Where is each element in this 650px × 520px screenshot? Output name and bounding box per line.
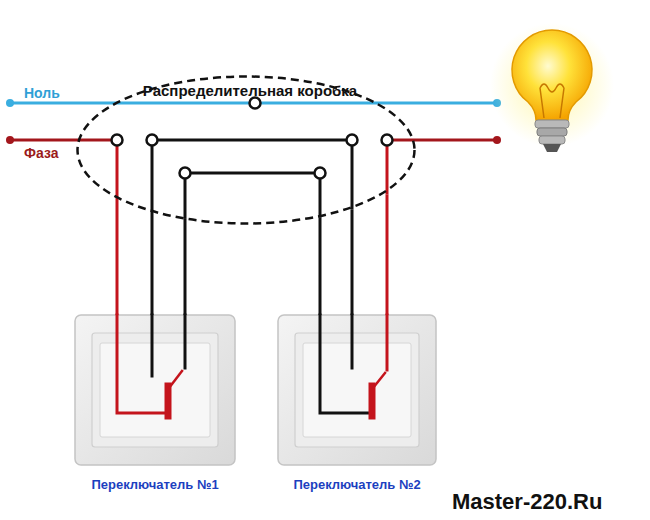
switch-contacts: [117, 315, 185, 416]
wire-stub: [351, 140, 354, 209]
wire: [151, 210, 154, 315]
wire: [386, 195, 389, 315]
wire-label: Фаза: [24, 145, 58, 161]
wire: [116, 197, 119, 315]
watermark: Master-220.Ru: [452, 489, 602, 515]
wire-stub: [116, 140, 119, 197]
wire-stub: [184, 173, 187, 218]
switch-label: Переключатель №2: [293, 477, 420, 492]
light-bulb: [490, 23, 614, 152]
switch: Переключатель №1: [75, 315, 235, 465]
wire: [351, 209, 354, 315]
wire-stub: [151, 140, 154, 210]
box-wire-stubs: [117, 140, 387, 218]
wire-stub: [386, 140, 389, 195]
switch-label: Переключатель №1: [91, 477, 218, 492]
wire: [184, 218, 187, 315]
switch-plate: [75, 315, 235, 465]
junction-box: Распределительная коробка: [76, 75, 424, 225]
wire: [319, 217, 322, 315]
wire-label: Ноль: [24, 85, 60, 101]
switch-plate: [278, 315, 436, 465]
switch: Переключатель №2: [278, 315, 436, 465]
box-title: Распределительная коробка: [76, 75, 424, 99]
terminal: [112, 98, 393, 179]
switch-contacts: [320, 315, 387, 416]
